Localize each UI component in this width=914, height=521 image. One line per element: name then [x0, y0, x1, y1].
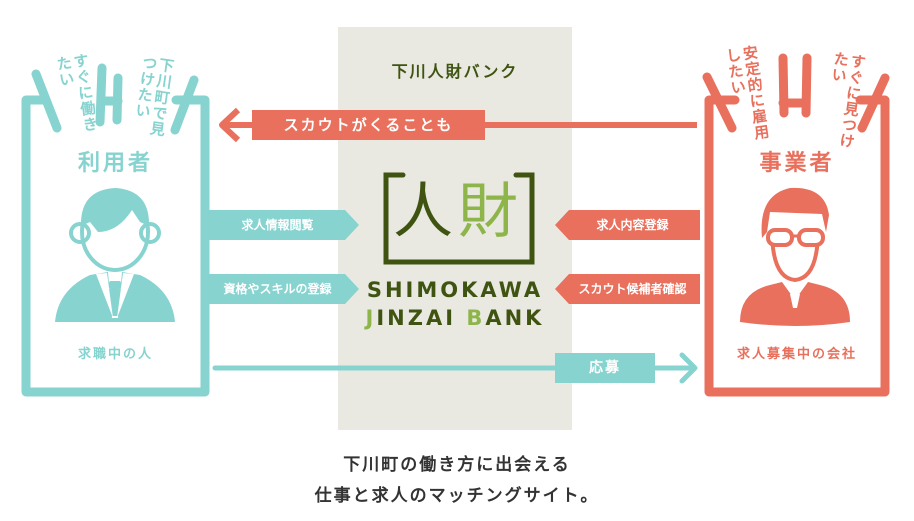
check-candidates-label: スカウト候補者確認 [578, 282, 687, 296]
register-skills-arrow [205, 274, 359, 304]
logo-text-ank: ANK [485, 306, 545, 330]
logo-mark-zai: 財 [458, 177, 518, 247]
user-caption: 求職中の人 [77, 347, 153, 362]
businessman-glasses-icon [740, 187, 850, 326]
person-icon [55, 188, 175, 322]
logo-letter-b: B [466, 306, 486, 330]
register-skills-label: 資格やスキルの登録 [223, 282, 332, 296]
logo-bracket [383, 172, 535, 265]
register-jobs-label: 求人内容登録 [596, 218, 669, 232]
center-title: 下川人財バンク [391, 62, 519, 81]
tagline-line-2: 仕事と求人のマッチングサイト。 [314, 486, 600, 506]
user-title: 利用者 [77, 151, 153, 176]
company-frame [702, 53, 890, 397]
apply-label: 応募 [589, 360, 621, 376]
view-jobs-label: 求人情報閲覧 [241, 218, 314, 232]
logo-text-inzai: INZAI [376, 306, 467, 330]
register-jobs-arrow [555, 210, 700, 240]
company-caption: 求人募集中の会社 [736, 347, 857, 362]
logo-text-shimokawa: SHIMOKAWA [366, 278, 544, 302]
logo-text-jinzai-bank: JINZAI BANK [338, 306, 572, 330]
tagline-line-1: 下川町の働き方に出会える [343, 455, 571, 475]
logo-letter-j: J [365, 306, 377, 330]
scout-arrow [219, 107, 697, 143]
view-jobs-arrow [205, 210, 359, 240]
apply-arrow [212, 352, 698, 384]
user-frame [21, 63, 210, 397]
company-title: 事業者 [759, 151, 835, 176]
check-candidates-arrow [555, 274, 700, 304]
logo-mark-hito: 人 [393, 177, 453, 247]
scout-label: スカウトがくることも [283, 116, 454, 134]
